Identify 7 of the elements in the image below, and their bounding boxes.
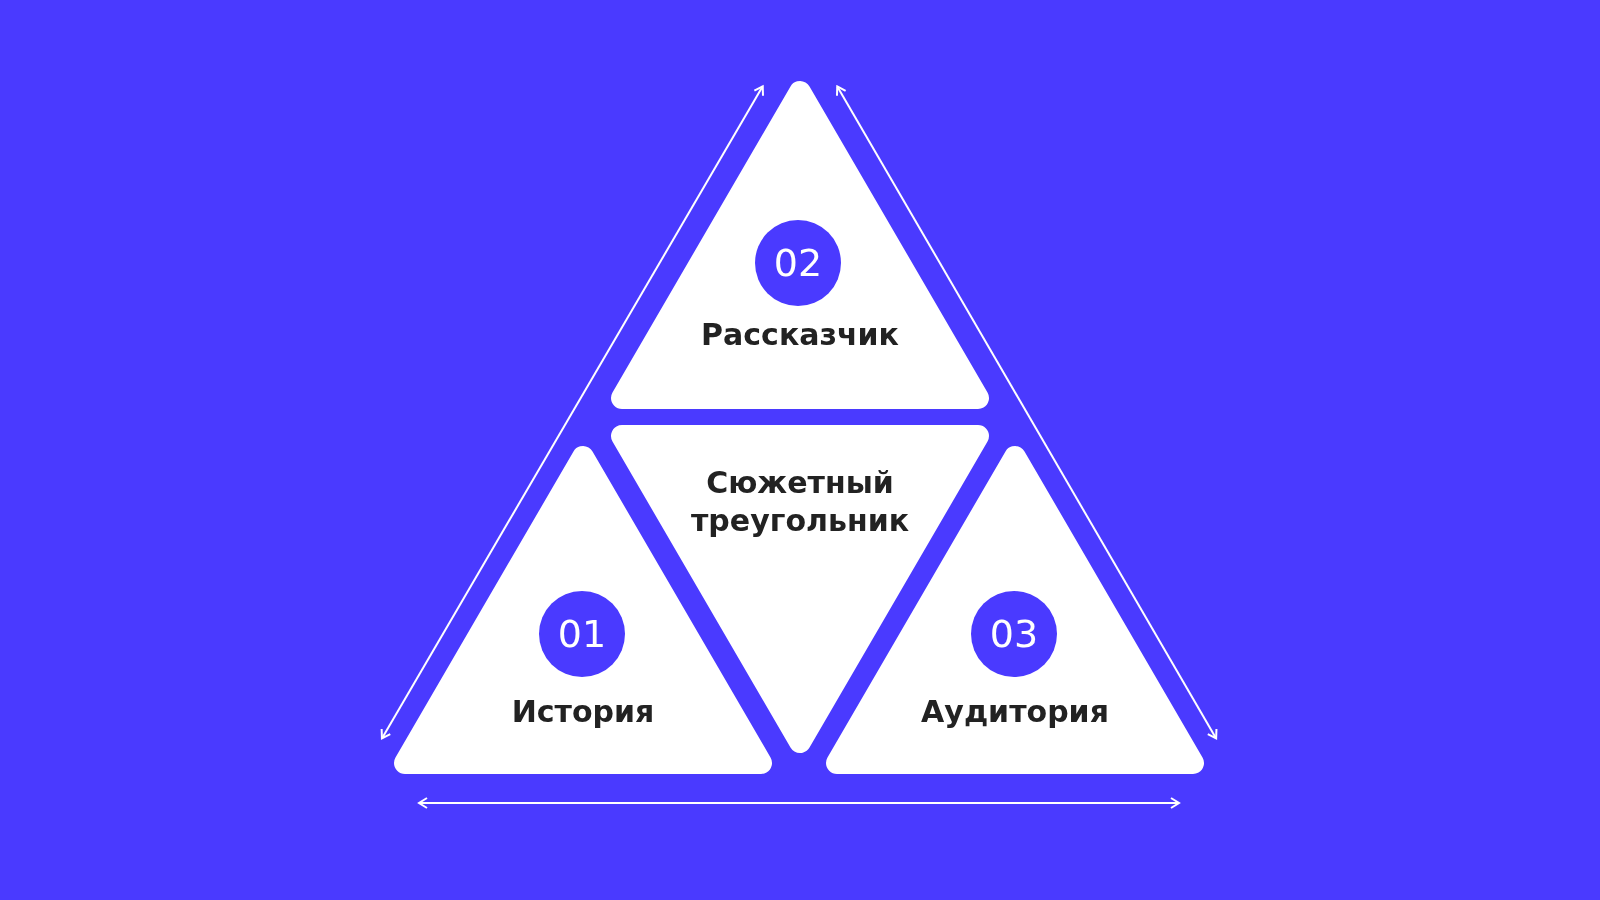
double-arrow xyxy=(380,85,764,740)
triangle-label: Рассказчик xyxy=(701,316,899,354)
triangle-label: История xyxy=(511,693,655,731)
double-arrow xyxy=(835,85,1218,740)
triangle-label: Сюжетный треугольник xyxy=(689,464,911,540)
double-arrow xyxy=(418,797,1180,809)
triangle-label: Аудитория xyxy=(921,693,1109,731)
